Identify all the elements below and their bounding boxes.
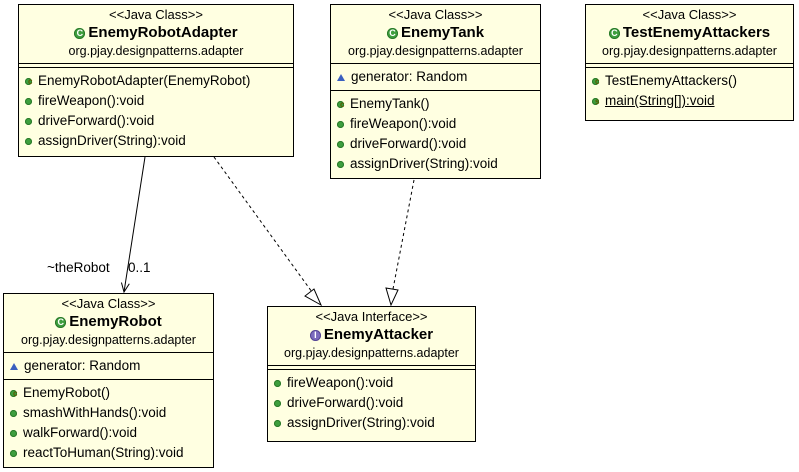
fields-section: generator: Random (331, 65, 540, 90)
stereotype-label: <<Java Class>> (109, 7, 203, 22)
class-header: <<Java Class>> C EnemyTank org.pjay.desi… (331, 5, 540, 61)
public-method-icon (337, 140, 344, 148)
constructor-icon: c (592, 77, 600, 86)
association-edge (124, 156, 146, 292)
class-box-enemy-robot-adapter[interactable]: <<Java Class>> C EnemyRobotAdapter org.p… (18, 4, 294, 157)
package-label: org.pjay.designpatterns.adapter (68, 44, 244, 58)
constructor-icon: c (337, 100, 345, 109)
stereotype-label: <<Java Class>> (642, 7, 737, 22)
class-name: TestEnemyAttackers (622, 24, 771, 41)
method-row[interactable]: assignDriver(String):void (19, 131, 293, 151)
method-row[interactable]: walkForward():void (4, 423, 213, 443)
public-method-icon (337, 160, 344, 168)
method-row[interactable]: reactToHuman(String):void (4, 443, 213, 463)
package-label: org.pjay.designpatterns.adapter (284, 346, 459, 360)
method-row[interactable]: fireWeapon():void (268, 373, 475, 393)
method-row[interactable]: driveForward():void (19, 111, 293, 131)
divider (19, 67, 293, 69)
interface-icon: I (309, 329, 321, 341)
class-header: <<Java Class>> C EnemyRobotAdapter org.p… (19, 5, 293, 61)
package-label: org.pjay.designpatterns.adapter (348, 44, 523, 58)
method-row[interactable]: driveForward():void (268, 393, 475, 413)
realization-arrowhead-adapter (304, 288, 323, 307)
class-icon: C (55, 316, 67, 328)
method-row[interactable]: driveForward():void (331, 134, 540, 154)
realization-edge-adapter (213, 156, 321, 304)
package-field-icon (337, 73, 345, 81)
class-name: EnemyTank (400, 24, 485, 41)
interface-name: EnemyAttacker (323, 326, 434, 343)
class-name: EnemyRobotAdapter (88, 24, 238, 41)
class-box-enemy-tank[interactable]: <<Java Class>> C EnemyTank org.pjay.desi… (330, 4, 541, 179)
class-title: C EnemyRobotAdapter (19, 23, 293, 43)
divider (4, 352, 213, 354)
method-row[interactable]: smashWithHands():void (4, 403, 213, 423)
class-header: <<Java Class>> C TestEnemyAttackers org.… (586, 5, 793, 61)
class-box-test-enemy-attackers[interactable]: <<Java Class>> C TestEnemyAttackers org.… (585, 4, 794, 121)
class-title: C EnemyRobot (4, 312, 213, 332)
public-method-icon (10, 429, 17, 437)
class-header: <<Java Class>> C EnemyRobot org.pjay.des… (4, 294, 213, 350)
association-role-label: ~theRobot (47, 260, 110, 275)
public-method-icon (274, 419, 281, 427)
class-name: EnemyRobot (69, 313, 162, 330)
package-label: org.pjay.designpatterns.adapter (602, 44, 777, 58)
stereotype-label: <<Java Class>> (388, 7, 483, 22)
class-icon: C (386, 27, 398, 39)
divider (19, 63, 293, 65)
divider (268, 369, 475, 371)
constructor-icon: c (25, 77, 33, 86)
divider (586, 67, 793, 69)
realization-edge-tank (392, 179, 415, 290)
realization-arrowhead-tank (385, 287, 399, 307)
public-method-icon (274, 399, 281, 407)
class-icon: C (608, 27, 620, 39)
public-method-icon (337, 120, 344, 128)
public-method-icon (25, 97, 32, 105)
field-row[interactable]: generator: Random (4, 356, 213, 376)
divider (268, 365, 475, 367)
methods-section: fireWeapon():void driveForward():void as… (268, 371, 475, 436)
stereotype-label: <<Java Interface>> (315, 309, 428, 324)
divider (331, 63, 540, 65)
divider (586, 63, 793, 65)
interface-header: <<Java Interface>> I EnemyAttacker org.p… (268, 307, 475, 363)
fields-section: generator: Random (4, 354, 213, 379)
public-method-icon (274, 379, 281, 387)
class-icon: C (74, 27, 86, 39)
association-multiplicity-label: 0..1 (128, 260, 151, 275)
method-row[interactable]: assignDriver(String):void (268, 413, 475, 433)
public-method-icon (10, 409, 17, 417)
static-method-icon: s (592, 97, 600, 106)
constructor-icon: c (10, 389, 18, 398)
divider (4, 379, 213, 381)
class-box-enemy-robot[interactable]: <<Java Class>> C EnemyRobot org.pjay.des… (3, 293, 214, 468)
public-method-icon (25, 117, 32, 125)
method-row[interactable]: fireWeapon():void (331, 114, 540, 134)
interface-box-enemy-attacker[interactable]: <<Java Interface>> I EnemyAttacker org.p… (267, 306, 476, 442)
class-title: C TestEnemyAttackers (586, 23, 793, 43)
stereotype-label: <<Java Class>> (61, 296, 156, 311)
public-method-icon (25, 137, 32, 145)
method-row[interactable]: fireWeapon():void (19, 91, 293, 111)
method-row[interactable]: assignDriver(String):void (331, 154, 540, 174)
class-title: C EnemyTank (331, 23, 540, 43)
field-row[interactable]: generator: Random (331, 67, 540, 87)
package-field-icon (10, 362, 18, 370)
package-label: org.pjay.designpatterns.adapter (21, 333, 196, 347)
public-method-icon (10, 449, 17, 457)
interface-title: I EnemyAttacker (268, 325, 475, 345)
divider (331, 90, 540, 92)
